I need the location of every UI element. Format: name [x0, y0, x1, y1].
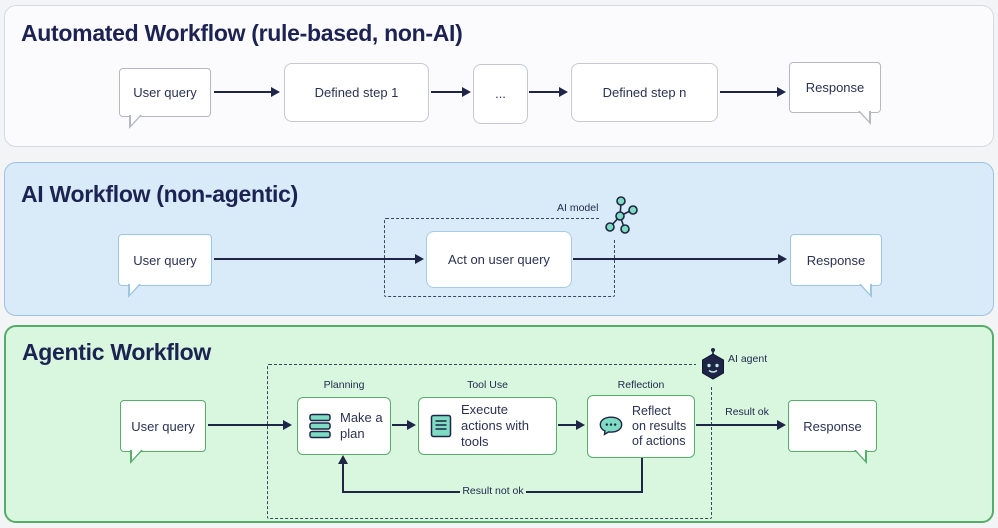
- arrow: [392, 419, 416, 430]
- plan-stack-icon: [308, 413, 332, 440]
- section-title-automated: Automated Workflow (rule-based, non-AI): [21, 20, 463, 46]
- reflection-label: Reflection: [617, 379, 665, 391]
- section-title-agentic: Agentic Workflow: [22, 339, 212, 365]
- ai-agent-icon: [696, 345, 730, 385]
- defined-step-n-node: Defined step n: [571, 63, 718, 122]
- response-bubble: Response: [790, 234, 882, 298]
- section-ai-workflow: AI Workflow (non-agentic) User query Act…: [4, 162, 994, 316]
- arrow: [720, 86, 786, 97]
- thought-bubble-icon: [598, 415, 624, 438]
- section-automated-workflow: Automated Workflow (rule-based, non-AI) …: [4, 5, 994, 147]
- execute-actions-node: Execute actions with tools: [418, 397, 557, 455]
- ai-model-label: AI model: [553, 202, 603, 214]
- make-a-plan-node: Make a plan: [297, 397, 391, 455]
- feedback-line: [641, 458, 643, 493]
- defined-step-1-label: Defined step 1: [314, 84, 399, 100]
- response-label: Response: [803, 418, 862, 434]
- ellipsis-node: ...: [473, 64, 528, 124]
- response-label: Response: [806, 252, 866, 268]
- section-title-ai: AI Workflow (non-agentic): [21, 181, 299, 207]
- result-not-ok-label: Result not ok: [462, 485, 524, 497]
- arrow: [558, 419, 585, 430]
- feedback-line: [342, 491, 460, 493]
- user-query-bubble: User query: [118, 234, 212, 298]
- arrow: [696, 419, 786, 430]
- execute-actions-label: Execute actions with tools: [461, 402, 529, 449]
- user-query-label: User query: [133, 85, 197, 100]
- arrow: [573, 253, 787, 264]
- response-bubble: Response: [788, 400, 877, 464]
- act-on-user-query-node: Act on user query: [426, 231, 572, 288]
- feedback-arrow-up: [337, 455, 348, 493]
- arrow: [208, 419, 292, 430]
- make-a-plan-label: Make a plan: [340, 410, 383, 441]
- ai-agent-boundary: [267, 364, 712, 519]
- user-query-bubble: User query: [120, 400, 206, 464]
- arrow: [214, 86, 280, 97]
- response-bubble: Response: [789, 62, 881, 125]
- ai-model-boundary: [384, 218, 615, 297]
- arrow: [214, 253, 424, 264]
- reflect-label: Reflect on results of actions: [632, 403, 687, 449]
- arrow: [431, 86, 471, 97]
- tool-use-label: Tool Use: [467, 379, 508, 391]
- ai-agent-label: AI agent: [728, 353, 768, 365]
- response-label: Response: [805, 80, 865, 95]
- user-query-label: User query: [133, 252, 197, 268]
- section-agentic-workflow: Agentic Workflow User query Planning Mak…: [4, 325, 994, 523]
- arrow: [529, 86, 568, 97]
- planning-label: Planning: [323, 379, 365, 391]
- feedback-line: [526, 491, 643, 493]
- document-icon: [429, 414, 453, 438]
- user-query-label: User query: [131, 418, 195, 434]
- ai-model-icon: [601, 192, 643, 238]
- act-on-user-query-label: Act on user query: [448, 251, 550, 267]
- defined-step-n-label: Defined step n: [602, 84, 687, 100]
- result-ok-label: Result ok: [725, 406, 769, 418]
- user-query-bubble: User query: [119, 68, 211, 129]
- defined-step-1-node: Defined step 1: [284, 63, 429, 122]
- ellipsis-label: ...: [495, 86, 506, 102]
- reflect-node: Reflect on results of actions: [587, 395, 695, 458]
